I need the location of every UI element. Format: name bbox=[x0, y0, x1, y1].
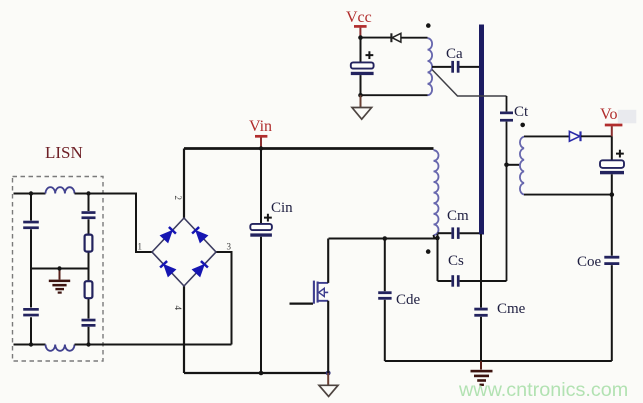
svg-text:Vcc: Vcc bbox=[346, 9, 372, 26]
svg-text:1: 1 bbox=[138, 242, 143, 252]
svg-text:Vin: Vin bbox=[249, 118, 272, 135]
svg-text:Vo: Vo bbox=[600, 106, 618, 123]
svg-text:Ct: Ct bbox=[514, 104, 529, 120]
svg-text:3: 3 bbox=[227, 242, 232, 252]
svg-text:Cm: Cm bbox=[447, 208, 469, 224]
svg-text:Cs: Cs bbox=[448, 253, 464, 269]
svg-text:2: 2 bbox=[173, 196, 183, 201]
svg-text:Cin: Cin bbox=[271, 200, 293, 216]
svg-text:4: 4 bbox=[173, 306, 183, 311]
svg-text:Ca: Ca bbox=[446, 46, 463, 62]
svg-text:www.cntronics.com: www.cntronics.com bbox=[458, 379, 628, 401]
svg-text:Cde: Cde bbox=[396, 292, 421, 308]
svg-text:Coe: Coe bbox=[577, 254, 602, 270]
svg-text:Cme: Cme bbox=[497, 301, 526, 317]
svg-text:LISN: LISN bbox=[45, 143, 83, 162]
